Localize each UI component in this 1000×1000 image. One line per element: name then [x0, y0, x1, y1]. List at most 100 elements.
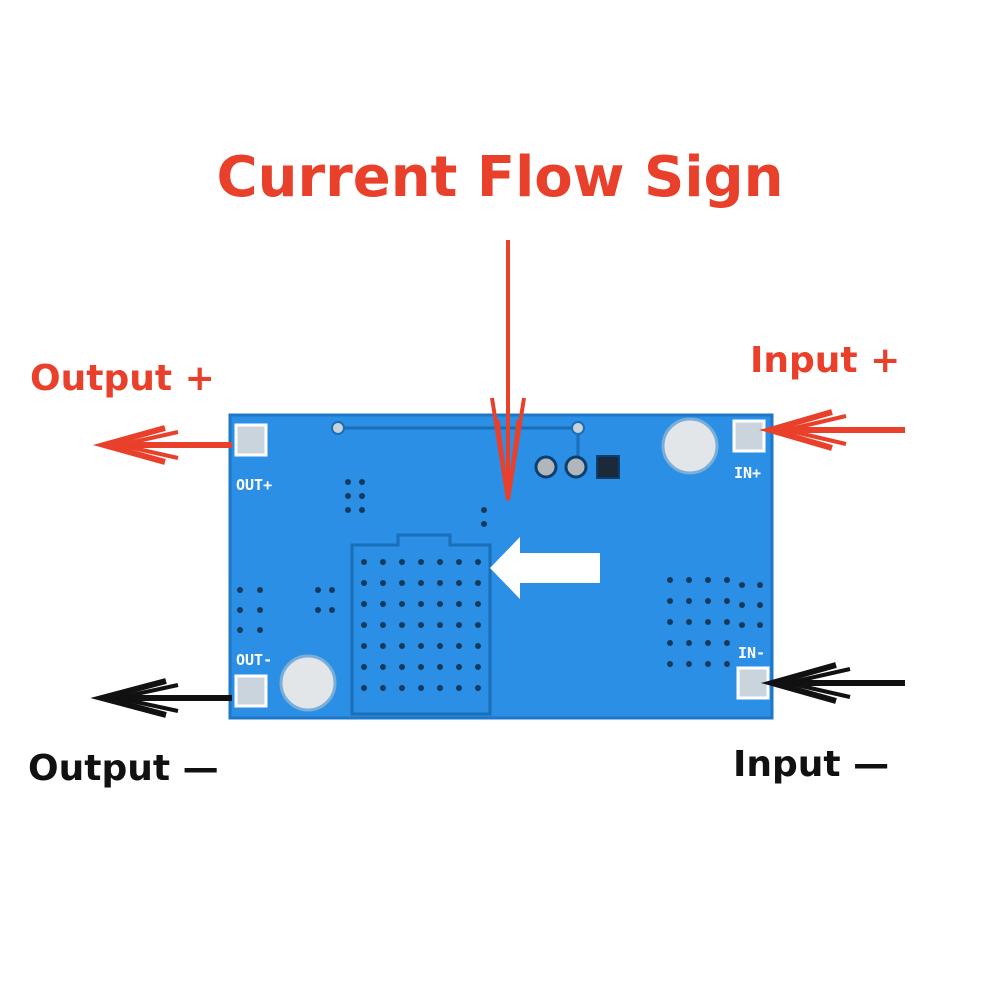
- label-output-minus: Output —: [28, 748, 219, 789]
- via-dot: [757, 622, 763, 628]
- via-dot: [418, 559, 424, 565]
- terminal-pad-out-plus: [234, 423, 268, 457]
- via-dot: [705, 619, 711, 625]
- via-dot: [437, 685, 443, 691]
- via-dot: [418, 580, 424, 586]
- via-dot: [257, 587, 263, 593]
- via-dot: [739, 582, 745, 588]
- via: [571, 421, 585, 435]
- via-dot: [399, 559, 405, 565]
- via-dot: [399, 601, 405, 607]
- via: [331, 421, 345, 435]
- via-dot: [437, 601, 443, 607]
- via-dot: [667, 598, 673, 604]
- via-dot: [456, 580, 462, 586]
- via-dot: [237, 607, 243, 613]
- via-dot: [329, 587, 335, 593]
- via-dot: [315, 587, 321, 593]
- via-dot: [418, 643, 424, 649]
- via-dot: [475, 664, 481, 670]
- via-dot: [686, 661, 692, 667]
- via-dot: [418, 685, 424, 691]
- input-minus-arrow-icon: [760, 662, 905, 704]
- via-dot: [686, 640, 692, 646]
- via-dot: [724, 577, 730, 583]
- via-dot: [380, 664, 386, 670]
- via-dot: [667, 619, 673, 625]
- via-dot: [315, 607, 321, 613]
- component-pad: [564, 455, 588, 479]
- pointer-arrow-icon: [490, 240, 526, 501]
- via-dot: [705, 640, 711, 646]
- via-dot: [456, 601, 462, 607]
- label-input-plus: Input +: [750, 340, 901, 381]
- silk-out-plus: OUT+: [236, 476, 272, 494]
- via-dot: [705, 598, 711, 604]
- via-dot: [705, 577, 711, 583]
- output-minus-arrow-icon: [90, 678, 232, 718]
- via-dot: [361, 601, 367, 607]
- via-dots: [237, 479, 763, 691]
- via-dot: [475, 601, 481, 607]
- via-dot: [475, 559, 481, 565]
- via-dot: [345, 493, 351, 499]
- via-dot: [399, 664, 405, 670]
- via-dot: [329, 607, 335, 613]
- via-dot: [361, 643, 367, 649]
- via-dot: [437, 664, 443, 670]
- current-flow-arrow-icon: [490, 537, 600, 599]
- via-dot: [456, 622, 462, 628]
- mounting-hole: [279, 654, 337, 712]
- via-dot: [456, 664, 462, 670]
- via-dot: [418, 664, 424, 670]
- via-dot: [361, 622, 367, 628]
- via-dot: [361, 580, 367, 586]
- via-dot: [359, 493, 365, 499]
- via-dot: [667, 577, 673, 583]
- via-dot: [456, 643, 462, 649]
- via-dot: [437, 643, 443, 649]
- silk-out-minus: OUT-: [236, 651, 272, 669]
- via-dot: [686, 577, 692, 583]
- mounting-hole: [661, 417, 719, 475]
- component-pad: [534, 455, 558, 479]
- diagram-title: Current Flow Sign: [216, 145, 784, 210]
- via-dot: [686, 619, 692, 625]
- via-dot: [345, 507, 351, 513]
- via-dot: [437, 559, 443, 565]
- via-dot: [475, 643, 481, 649]
- via-dot: [399, 622, 405, 628]
- via-dot: [456, 685, 462, 691]
- board-edge: [228, 413, 774, 720]
- via-dot: [359, 507, 365, 513]
- via-dot: [237, 587, 243, 593]
- silk-in-minus: IN-: [738, 644, 765, 662]
- via-dot: [724, 661, 730, 667]
- via-dot: [456, 559, 462, 565]
- input-plus-arrow-icon: [759, 409, 905, 451]
- ic-footprint: [350, 533, 492, 716]
- via-dot: [686, 598, 692, 604]
- via-dot: [361, 664, 367, 670]
- via-dot: [237, 627, 243, 633]
- output-plus-arrow-icon: [92, 425, 232, 465]
- via-dot: [481, 507, 487, 513]
- via-dot: [739, 622, 745, 628]
- via-dot: [437, 580, 443, 586]
- via-dot: [399, 685, 405, 691]
- via-dot: [399, 643, 405, 649]
- via-dot: [257, 627, 263, 633]
- via-dot: [739, 602, 745, 608]
- label-input-minus: Input —: [733, 744, 890, 785]
- via-dot: [380, 559, 386, 565]
- via-dot: [437, 622, 443, 628]
- via-dot: [380, 601, 386, 607]
- component-pad-square: [596, 455, 620, 479]
- via-dot: [380, 622, 386, 628]
- via-dot: [757, 602, 763, 608]
- terminal-pad-out-minus: [234, 674, 268, 708]
- via-dot: [361, 685, 367, 691]
- via-dot: [757, 582, 763, 588]
- via-dot: [667, 640, 673, 646]
